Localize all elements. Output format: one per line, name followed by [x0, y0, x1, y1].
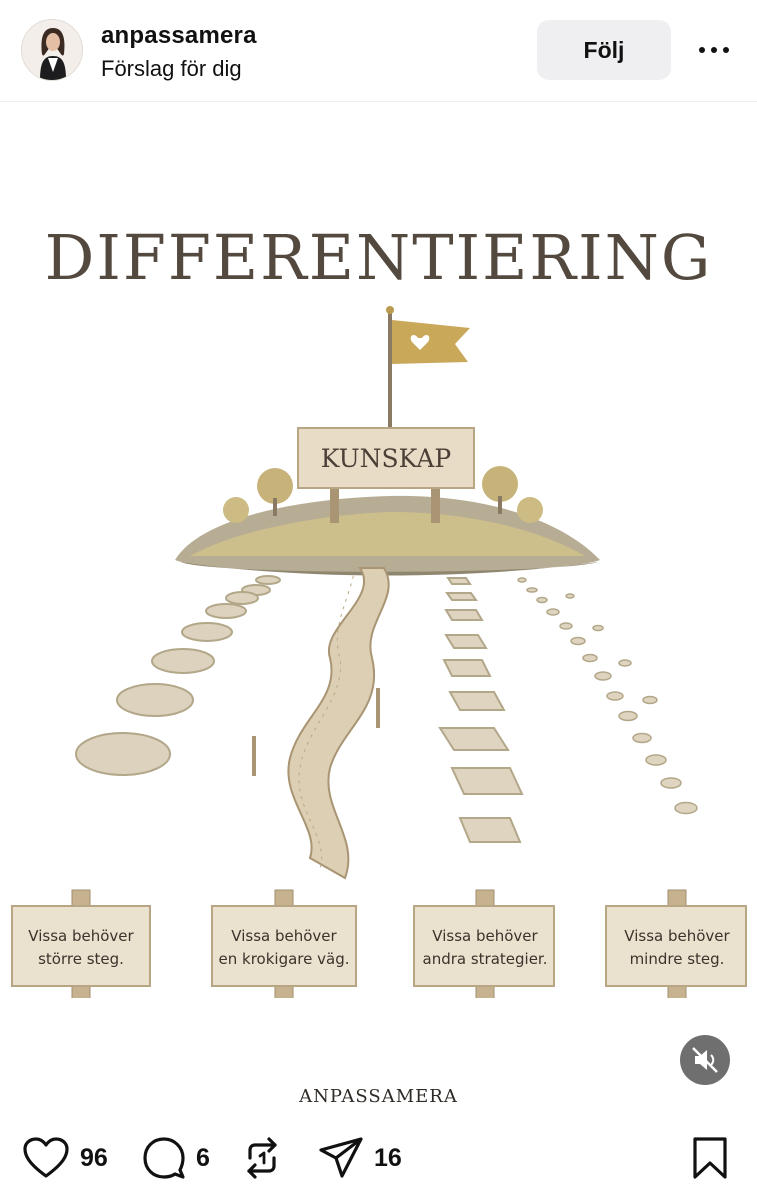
diamond-stones-path [438, 577, 524, 843]
mute-button[interactable] [680, 1035, 730, 1085]
share-count[interactable]: 16 [374, 1143, 402, 1172]
bookmark-action [692, 1136, 728, 1180]
muted-speaker-icon [692, 1047, 718, 1073]
post-image[interactable]: DIFFERENTIERING KUNSKAP [0, 103, 757, 1123]
like-action: 96 [22, 1136, 108, 1180]
comment-count[interactable]: 6 [196, 1143, 210, 1172]
share-action: 16 [318, 1136, 402, 1180]
action-bar: 96 6 16 [0, 1128, 757, 1190]
follow-button[interactable]: Följ [537, 20, 671, 80]
sign-2-line-1: Vissa behöver [231, 927, 337, 945]
share-icon[interactable] [318, 1136, 364, 1180]
avatar-image [22, 20, 82, 80]
username[interactable]: anpassamera [101, 22, 257, 49]
comment-action: 6 [142, 1136, 210, 1180]
more-options-button[interactable] [694, 30, 734, 70]
more-horizontal-icon [699, 47, 729, 53]
island [175, 466, 600, 576]
suggested-label: Förslag för dig [101, 56, 242, 81]
repost-icon[interactable] [242, 1136, 282, 1180]
sign-2-line-2: en krokigare väg. [219, 950, 350, 968]
sign-smaller-steps: Vissa behöver mindre steg. [605, 889, 747, 998]
brand-watermark: ANPASSAMERA [299, 1086, 458, 1107]
sign-4-line-2: mindre steg. [630, 950, 725, 968]
bookmark-icon[interactable] [692, 1136, 728, 1180]
sign-3-line-1: Vissa behöver [432, 927, 538, 945]
boardwalk-path [252, 567, 390, 880]
goal-sign: KUNSKAP [297, 427, 475, 523]
repost-action [242, 1136, 282, 1180]
sign-curvier-road: Vissa behöver en krokigare väg. [211, 889, 357, 998]
post-header: anpassamera Förslag för dig Följ [0, 0, 757, 102]
sign-3-line-2: andra strategier. [423, 950, 548, 968]
path-illustration: KUNSKAP [11, 306, 747, 998]
flag-icon [386, 306, 470, 430]
heart-icon[interactable] [22, 1136, 70, 1180]
small-stones-path [517, 577, 698, 815]
post-title: DIFFERENTIERING [44, 221, 713, 294]
sign-4-line-1: Vissa behöver [624, 927, 730, 945]
sign-1-line-1: Vissa behöver [28, 927, 134, 945]
like-count[interactable]: 96 [80, 1143, 108, 1172]
goal-sign-label: KUNSKAP [321, 444, 451, 473]
avatar[interactable] [21, 19, 83, 81]
large-stones-path [75, 575, 281, 776]
sign-other-strategies: Vissa behöver andra strategier. [413, 889, 555, 998]
sign-bigger-steps: Vissa behöver större steg. [11, 889, 151, 998]
sign-1-line-2: större steg. [38, 950, 124, 968]
comment-icon[interactable] [142, 1136, 186, 1180]
